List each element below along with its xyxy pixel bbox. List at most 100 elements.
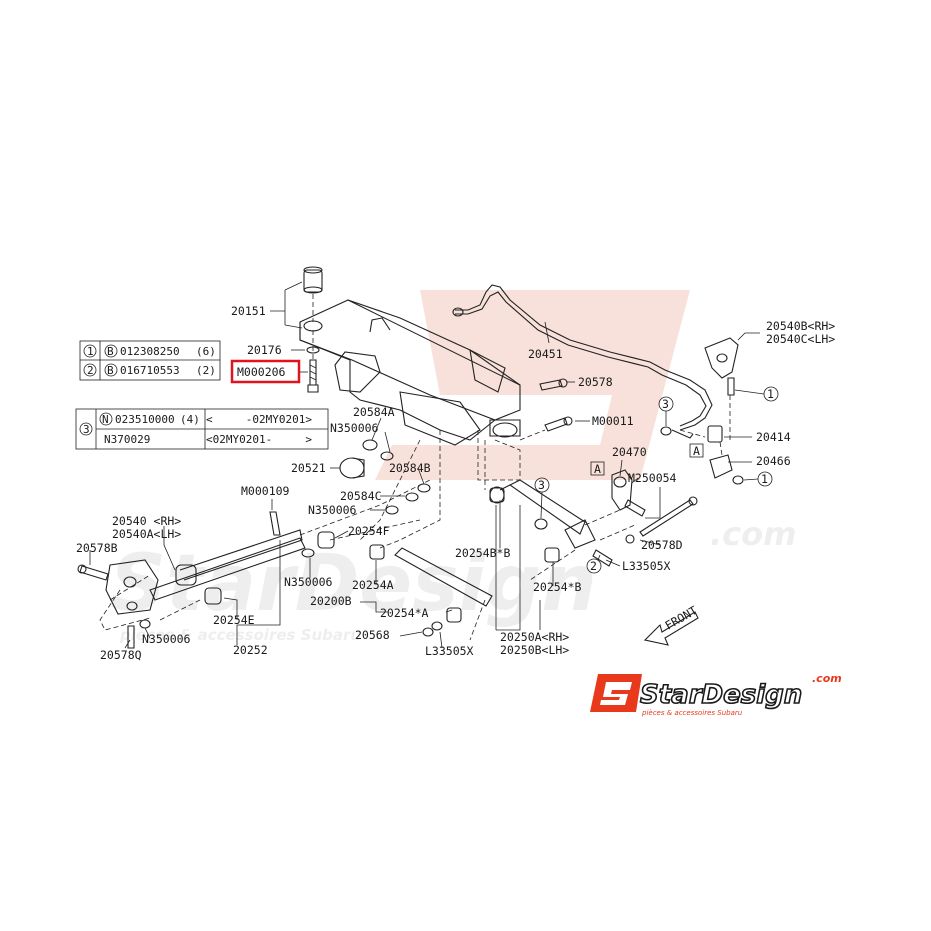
watermark-tagline: pièces & accessoires Subaru [119,626,361,644]
leader-lines [89,281,760,649]
assembly-lines [99,294,731,641]
logo-name: StarDesign [640,680,802,710]
label-20540C: 20540C<LH> [766,332,835,346]
label-20578: 20578 [578,375,613,389]
table2-row1-type: N [102,413,109,426]
label-20578Q: 20578Q [100,648,142,662]
bolt-L33505X-right [592,549,613,567]
label-N350006-top: N350006 [330,421,379,435]
label-20584C: 20584C [340,489,382,503]
label-20540: 20540 <RH> [112,514,181,528]
watermark-logo-mark [375,290,690,480]
label-20254A: 20254A [352,578,394,592]
table1-row1-num: 1 [87,345,94,358]
bolt-20578B [77,564,109,581]
rear-subframe [299,299,521,446]
logo-mark [590,674,642,712]
label-20254Bb: 20254B*B [455,546,510,560]
table2-row1-code: 023510000 [115,413,175,426]
box-A-right: A [693,444,700,458]
callout-1-b: 1 [761,472,768,486]
nut-N350006-top [380,451,394,461]
label-L33505X-left: L33505X [425,644,474,658]
nut-callout-3 [660,426,694,439]
callouts: 1 1 3 3 2 A A [534,386,779,574]
lower-link-20200B [369,544,493,623]
label-20250A: 20250A<RH> [500,630,569,644]
nut-20568 [422,627,434,637]
table2-row1-range: < -02MY0201> [206,413,312,426]
label-m250054: M250054 [628,471,677,485]
bolt-m00011 [544,416,573,432]
highlight-box-m000206 [230,359,301,384]
table2-row1-qty: (4) [180,413,200,426]
bracket-20540 [105,559,159,615]
stardesign-logo: StarDesign .com pièces & accessoires Sub… [590,672,842,717]
label-m000206: M000206 [237,365,286,379]
label-20254F: 20254F [348,524,390,538]
bolt-upper-right [727,377,735,396]
bushing-20254b [544,547,560,563]
label-20254Aa: 20254*A [380,606,429,620]
box-A-left: A [594,462,601,476]
label-m000109: M000109 [241,484,290,498]
bolt-20578 [539,378,568,391]
table1-row2-code: 016710553 [120,364,180,377]
table1-row2-num: 2 [87,364,94,377]
label-20250B: 20250B<LH> [500,643,569,657]
part-labels: 20151 20176 M000206 20451 20578 20540B<R… [76,304,835,662]
label-20521: 20521 [291,461,326,475]
label-N350006-bracket: N350006 [142,632,191,646]
stabilizer-bushing-20414 [707,425,723,443]
table2-row2-range: <02MY0201- > [206,433,312,446]
callout-3-b: 3 [538,478,545,492]
fastener-table-2: 3 N 023510000 (4) < -02MY0201> N370029 <… [75,408,329,450]
table2-num: 3 [83,423,90,436]
logo-domain: .com [812,672,842,685]
fastener-table-1: 1 2 B B 012308250 016710553 (6) (2) [79,340,221,381]
nut-20584A [362,439,378,451]
table1-row1-type: B [107,345,114,358]
label-20470: 20470 [612,445,647,459]
bolt-m250054 [624,499,646,517]
nut-N350006-mid [385,505,399,515]
label-20176: 20176 [247,343,282,357]
label-20584B: 20584B [389,461,431,475]
watermark-domain: .com [710,515,796,553]
stabilizer-bar-20451 [452,284,713,431]
bracket-20466 [709,454,744,485]
bushing-20151 [303,266,323,294]
nut-N350006-link [301,548,315,558]
bracket-20540B [704,337,739,379]
label-20414: 20414 [756,430,791,444]
bolt-L33505X-left [431,621,443,631]
label-20254b: 20254*B [533,580,582,594]
label-20578B: 20578B [76,541,118,555]
table1-row2-qty: (2) [196,364,216,377]
bolt-20578D [625,496,698,544]
watermark-name: StarDesign [110,539,597,629]
label-20540B: 20540B<RH> [766,319,835,333]
watermark: StarDesign .com pièces & accessoires Sub… [110,290,796,644]
logo-tagline: pièces & accessoires Subaru [641,709,743,717]
bushing-20254Bb [489,486,505,504]
callout-1-a: 1 [767,387,774,401]
washer-20584C [405,492,419,502]
nut-callout-3-mid [534,518,548,530]
label-20451: 20451 [528,347,563,361]
callout-3-a: 3 [662,397,669,411]
label-20252: 20252 [233,643,268,657]
label-20568: 20568 [355,628,390,642]
label-20254E: 20254E [213,613,255,627]
stopper-20521 [339,457,365,479]
label-m00011: M00011 [592,414,634,428]
label-20578D: 20578D [641,538,683,552]
label-N350006-link: N350006 [284,575,333,589]
link-20470 [611,469,633,511]
label-20200B: 20200B [310,594,352,608]
label-20584A: 20584A [353,405,395,419]
front-arrow: FRONT [643,603,700,646]
callout-2: 2 [590,559,597,573]
bolt-20578Q [127,625,135,649]
